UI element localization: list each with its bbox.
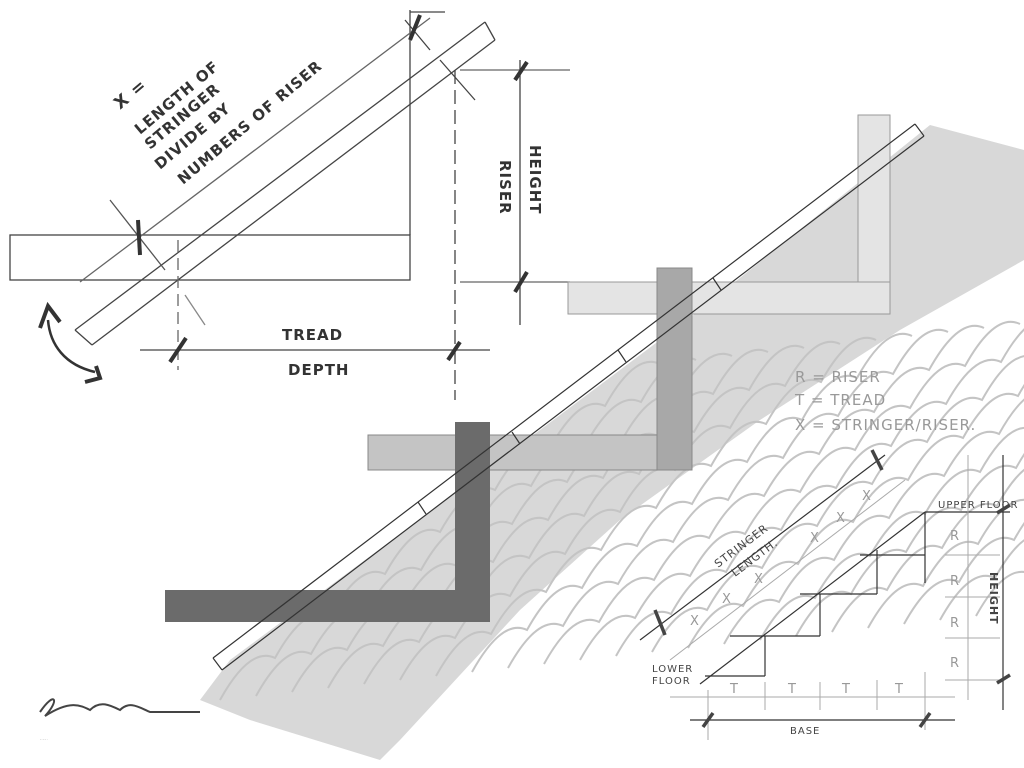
wood-grain-line (759, 426, 1024, 641)
t-mark: T (841, 682, 851, 697)
wood-grain-line (795, 452, 1024, 637)
tread-label: TREAD (282, 326, 343, 344)
tread-board (9, 234, 411, 281)
wood-grain-line (831, 468, 1024, 633)
base-label: BASE (790, 726, 820, 737)
wood-grain-line (543, 324, 985, 665)
wood-grain-line (435, 336, 877, 677)
x-marks: X X X X X X (690, 489, 872, 629)
legend-stringer: X = STRINGER/RISER. (795, 416, 976, 434)
x-mark: X (862, 489, 872, 504)
wood-grain-line (723, 398, 1024, 645)
x-mark: X (690, 614, 700, 629)
stringer-board (212, 123, 925, 671)
step-top (567, 114, 891, 315)
upper-floor-label: UPPER FLOOR (938, 500, 1018, 511)
wood-grain-line (939, 539, 1024, 621)
wood-grain-line (651, 355, 1024, 653)
legend-riser: R = RISER (795, 368, 881, 386)
t-mark: T (787, 682, 797, 697)
wood-grain-line (579, 320, 1021, 661)
small-stair-diagram (639, 449, 1011, 740)
r-marks: R R R R (950, 529, 960, 671)
riser-label: RISER (496, 160, 514, 215)
wood-grain-line (219, 360, 661, 701)
step-bottom (165, 422, 490, 622)
t-mark: T (729, 682, 739, 697)
r-mark: R (950, 574, 960, 589)
signature-text: Sumbu (40, 739, 49, 741)
x-mark: X (754, 572, 764, 587)
x-mark: X (836, 511, 846, 526)
lower-floor-label-1: LOWER (652, 664, 693, 675)
r-mark: R (950, 529, 960, 544)
r-mark: R (950, 656, 960, 671)
wood-grain-line (687, 383, 1024, 649)
note-line-1: X = (110, 75, 151, 114)
x-mark: X (810, 531, 820, 546)
step-middle (367, 267, 693, 471)
wood-grain-line (471, 332, 913, 673)
legend-tread: T = TREAD (794, 391, 886, 409)
tick-marks (136, 14, 529, 364)
x-mark: X (722, 592, 732, 607)
signature: Sumbu (39, 698, 200, 741)
height-label-small: HEIGHT (987, 572, 1000, 625)
t-marks: T T T T (729, 682, 904, 697)
wood-grain-line (615, 328, 1024, 657)
curved-arrow-icon (38, 301, 103, 384)
wood-grain-line (903, 521, 1024, 625)
height-label: HEIGHT (526, 145, 544, 214)
t-mark: T (894, 682, 904, 697)
depth-label: DEPTH (288, 361, 349, 379)
wood-grain-line (867, 498, 1024, 629)
r-mark: R (950, 616, 960, 631)
lower-floor-label-2: FLOOR (652, 676, 691, 687)
wood-grain-line (507, 328, 949, 669)
